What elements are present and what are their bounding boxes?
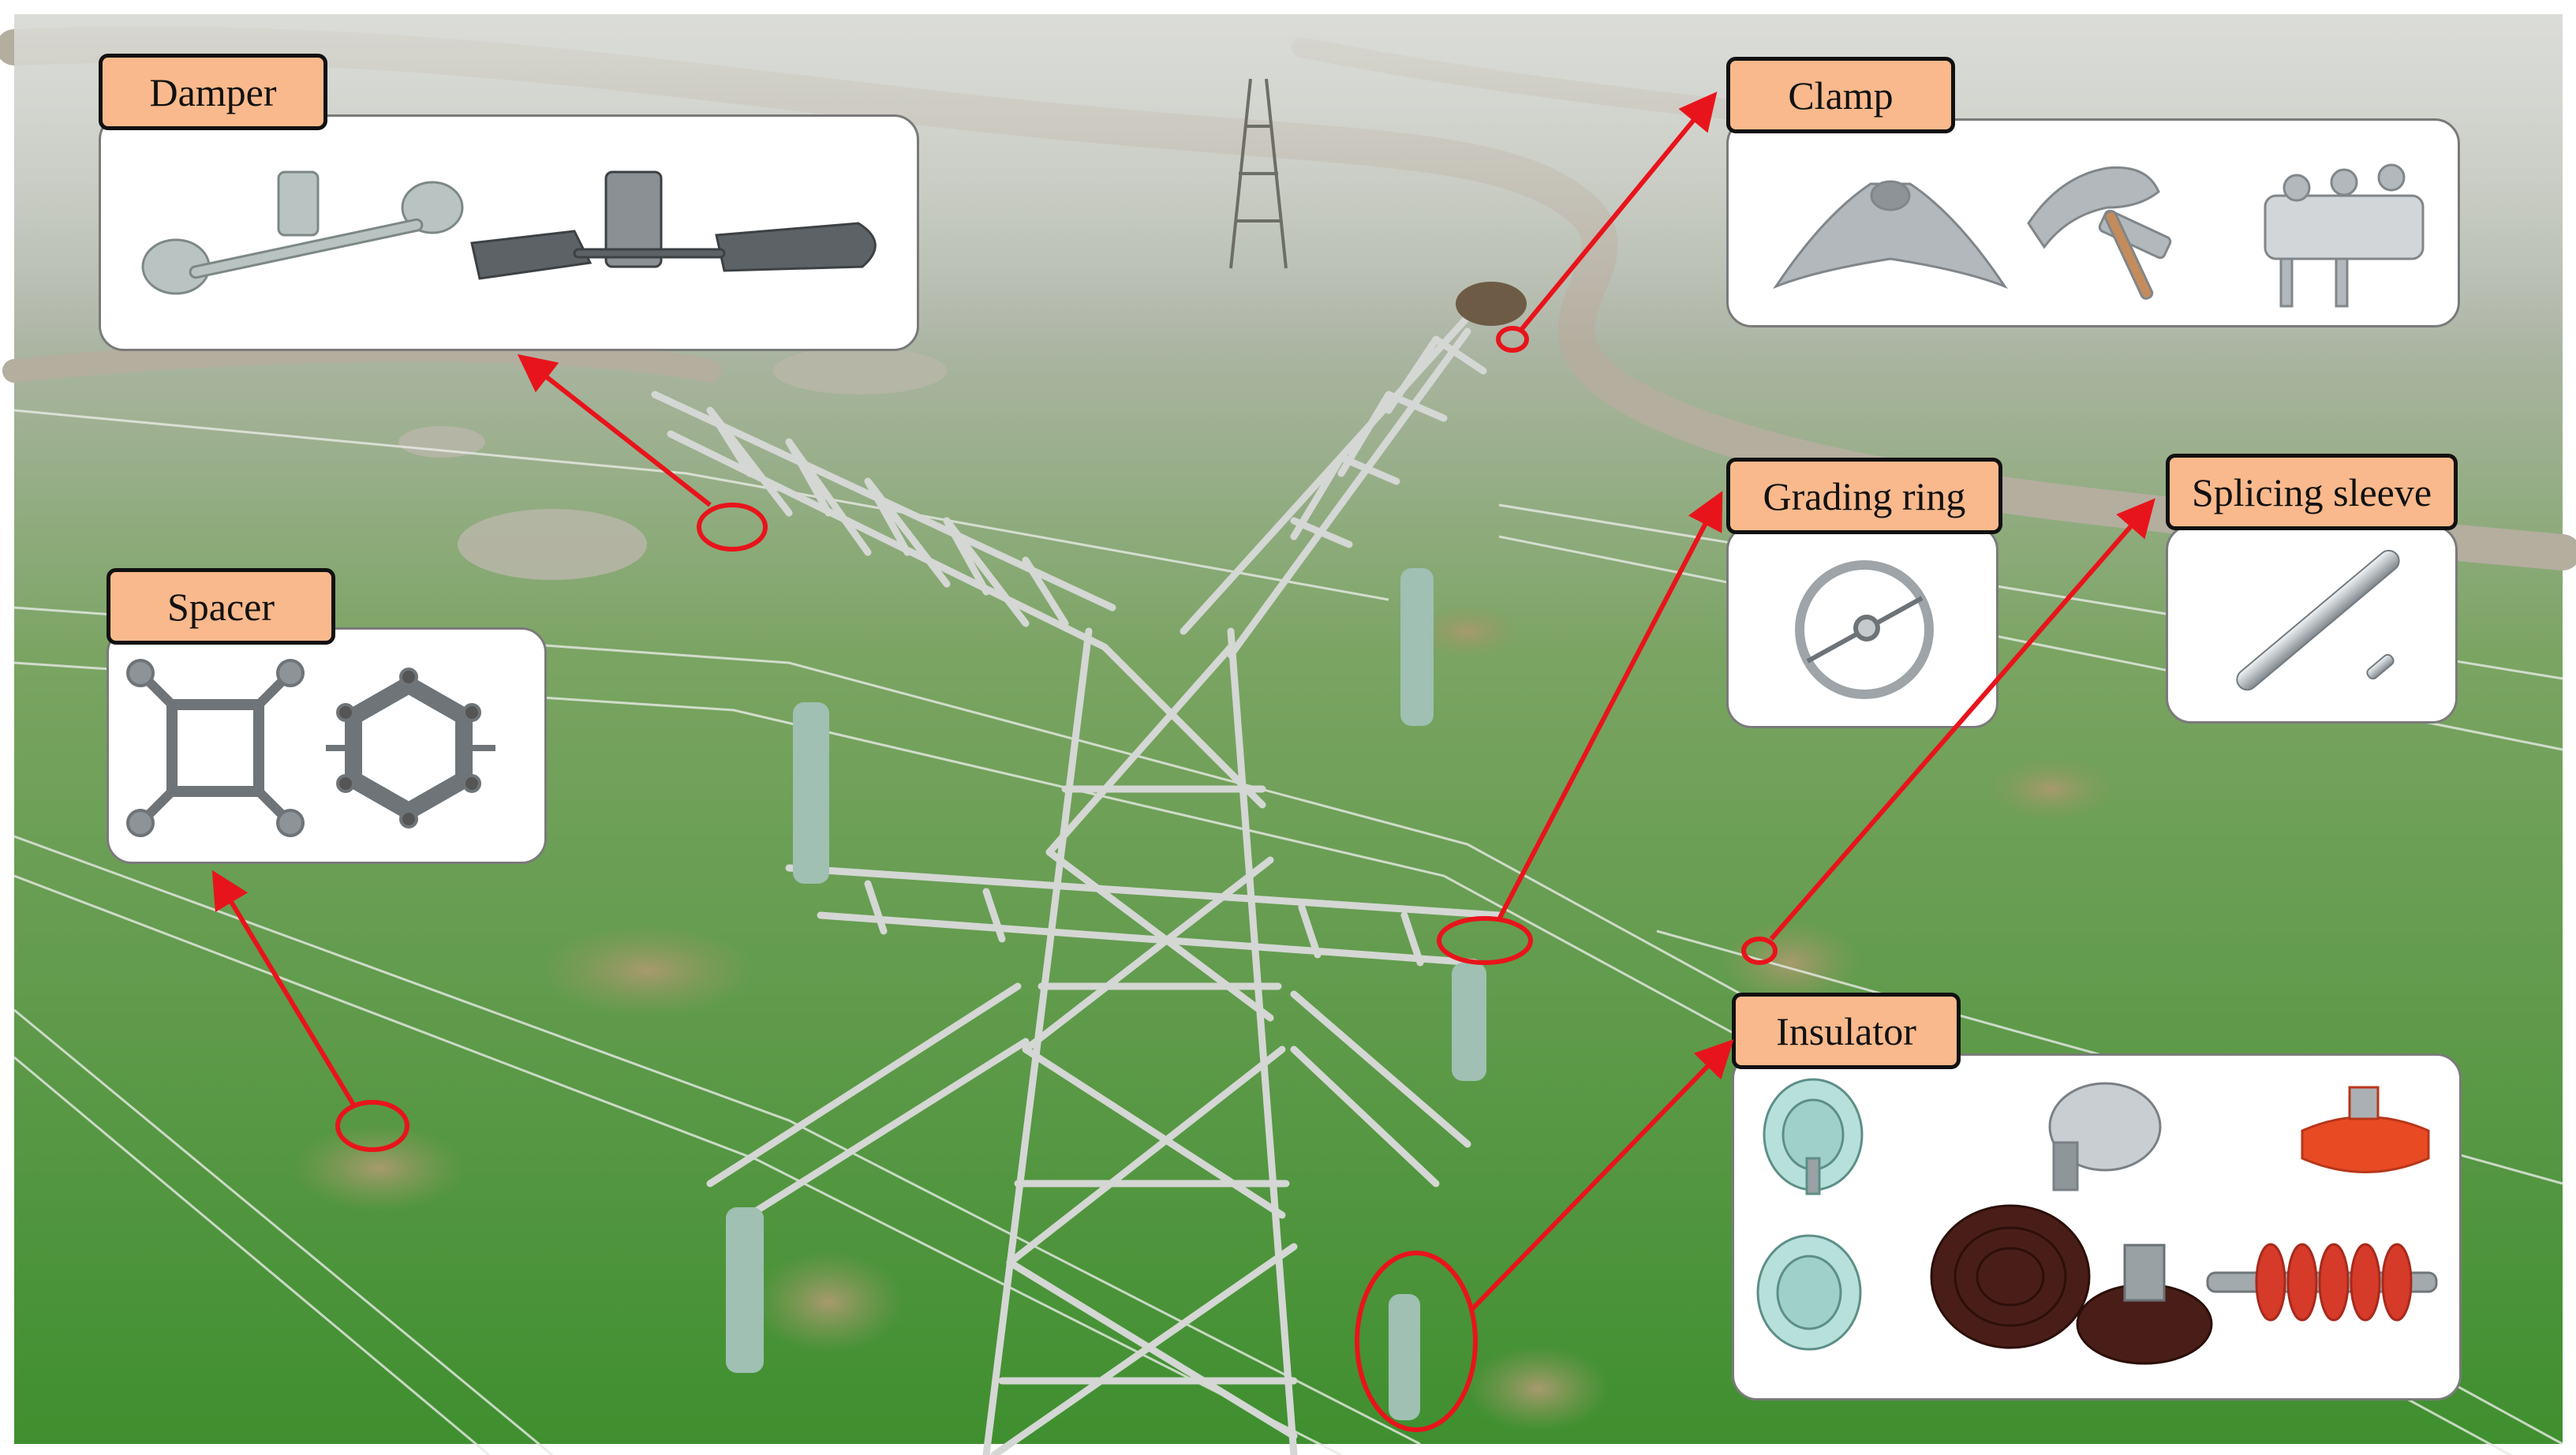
insulator-arrow [1469, 1039, 1734, 1312]
spacer-arrow [211, 870, 356, 1106]
insulator-strings [726, 568, 1486, 1420]
splicing-sleeve-label: Splicing sleeve [2166, 454, 2458, 530]
damper-arrow [517, 353, 712, 507]
field-patches [292, 604, 2114, 1432]
spacer-label: Spacer [107, 568, 335, 645]
spacer-location-circle [335, 1100, 409, 1152]
insulator-panel [1732, 1053, 2462, 1401]
damper-panel [99, 114, 919, 351]
splicing-sleeve-arrow [1769, 498, 2155, 941]
spacer-panel [107, 627, 547, 864]
damper-location-circle [697, 503, 768, 552]
clamp-panel [1726, 118, 2460, 327]
ponds [398, 347, 947, 580]
grading-ring-label: Grading ring [1726, 458, 2002, 534]
grading-ring-arrow [1497, 491, 1723, 921]
insulator-icon [1756, 1078, 2438, 1365]
clamp-arrow [1519, 92, 1718, 331]
clamp-location-circle [1496, 326, 1529, 353]
bird-nest [1456, 282, 1527, 326]
splicing-sleeve-panel [2166, 525, 2458, 724]
insulator-location-circle [1355, 1251, 1478, 1432]
insulator-label: Insulator [1732, 993, 1961, 1069]
clamp-icon [1773, 163, 2425, 308]
grading-ring-location-circle [1437, 916, 1533, 965]
splicing-sleeve-icon [2236, 549, 2400, 691]
spacer-icon [126, 659, 495, 837]
distant-tower [1229, 78, 1288, 269]
splicing-sleeve-location-circle [1741, 937, 1778, 965]
damper-label: Damper [99, 54, 327, 130]
grading-ring-icon [1795, 560, 1934, 699]
damper-icon [141, 170, 877, 295]
clamp-label: Clamp [1726, 57, 1955, 133]
transmission-tower [651, 296, 1503, 1455]
